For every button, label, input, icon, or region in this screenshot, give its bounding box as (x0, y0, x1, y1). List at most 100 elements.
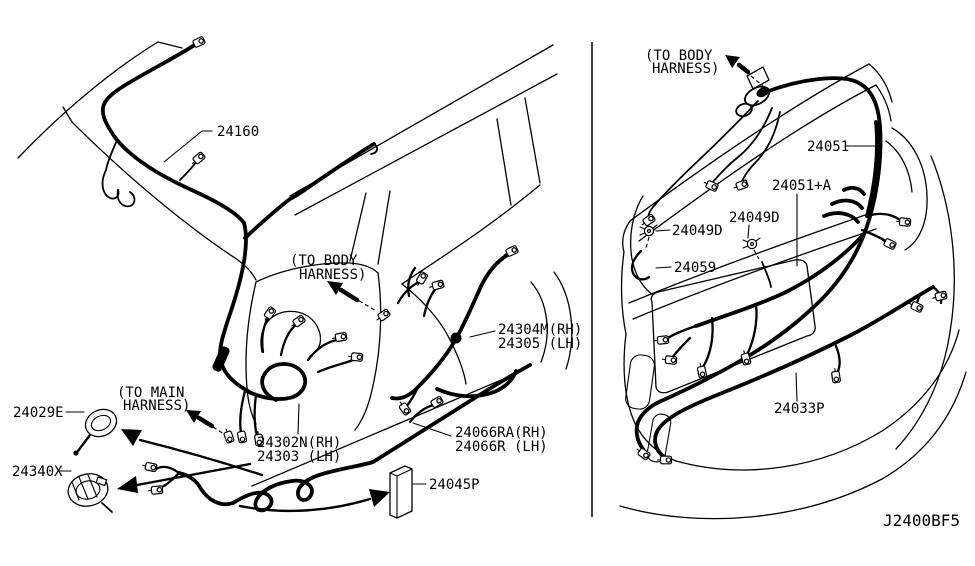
harness-24066ra-path (231, 363, 532, 513)
clamp-24340x-arrow-head (117, 476, 138, 493)
part-label-24051[interactable]: 24051 (807, 139, 849, 155)
door-wire-3 (306, 338, 339, 362)
right-leader-lines (645, 145, 876, 402)
part-label-24029e[interactable]: 24029E (13, 405, 64, 421)
part-label-24045p[interactable]: 24045P (429, 477, 480, 493)
harness-24033p-path (653, 285, 935, 459)
right-connectors (634, 178, 948, 465)
annotation-to-main-harness-line1: (TO MAIN (117, 385, 184, 401)
connector-icon (141, 460, 158, 473)
annotation-to-body-harness-left-line1: (TO BODY (290, 253, 358, 269)
door-harness-loop (245, 362, 308, 402)
to-body-harness-left-dash (352, 296, 377, 312)
license-recess (650, 259, 816, 394)
gate-strap-2 (646, 413, 672, 463)
sill-edge-line (251, 371, 521, 487)
clamp-24340x (67, 473, 113, 513)
harness-branch-wire-1 (101, 139, 120, 200)
long-left-wire (647, 100, 759, 219)
door-wire-6 (253, 393, 259, 438)
dash-clip-upper (753, 249, 760, 260)
left-leader-lines (59, 130, 496, 485)
clamp-24340x-arrow-shaft (135, 462, 252, 487)
to-body-harness-left-arrow-head (327, 281, 343, 295)
connector-icon (661, 354, 678, 365)
harness-24160-tip-hook (370, 143, 378, 155)
door-wire-5 (239, 389, 247, 435)
part-label-24033p[interactable]: 24033P (774, 401, 825, 417)
sill-wire-1 (154, 465, 181, 475)
branch-down-1 (745, 303, 758, 357)
left-arrows (117, 281, 390, 513)
connector-icon (732, 178, 750, 193)
connector-icon (656, 455, 673, 465)
harness-24066ra-lower-seg (435, 369, 518, 399)
c-pillar-line-2 (524, 97, 541, 184)
body-outline (17, 41, 573, 487)
part-label-24049d-left[interactable]: 24049D (672, 223, 723, 239)
leader-24302n (297, 403, 300, 435)
harness-24160-path (100, 42, 250, 393)
part-label-24160[interactable]: 24160 (217, 124, 259, 140)
harness-branch-wire-2 (116, 189, 136, 208)
harness-24051-path (634, 76, 883, 451)
part-label-24302n[interactable]: 24302N(RH) (257, 435, 341, 451)
inner-panel-arc (629, 195, 654, 296)
part-label-24051a[interactable]: 24051+A (772, 178, 832, 194)
branch-left-1 (666, 324, 698, 340)
part-label-24049d-upper[interactable]: 24049D (729, 210, 780, 226)
annotation-to-body-harness-left-line2: HARNESS) (299, 267, 366, 283)
door-wire-7 (422, 286, 438, 318)
d-pillar-line-2 (377, 190, 391, 265)
part-label-24059[interactable]: 24059 (674, 260, 716, 276)
clip-wire-24049d (761, 261, 772, 288)
harness-branch-wire-3 (179, 161, 197, 181)
annotation-to-main-harness-line2: HARNESS) (123, 398, 190, 414)
harness-knot-2 (822, 211, 860, 224)
leader-24049d-upper (747, 224, 750, 239)
wheel-arch-inner (553, 271, 573, 370)
grommet-boot-loop (735, 102, 753, 118)
connector-icon (147, 485, 164, 496)
part-label-24066r[interactable]: 24066R (LH) (455, 439, 548, 455)
harness-flag-tag (746, 66, 770, 90)
diagram-code: J2400BF5 (883, 511, 960, 530)
rail-lower-line (294, 73, 558, 216)
branch-down-2 (701, 316, 714, 369)
pad-24045p-arrow-head (369, 489, 390, 507)
door-top-line (255, 262, 379, 283)
gate-left-edge (620, 251, 627, 335)
connector-icon (931, 290, 948, 303)
connector-icon (702, 178, 720, 193)
to-main-harness-arrow-shaft (196, 415, 215, 429)
clamp-24029e (73, 408, 118, 456)
fender-line (401, 283, 467, 385)
roof-tip-line (157, 41, 183, 49)
door-wire-9 (407, 266, 417, 298)
part-label-24340x[interactable]: 24340X (12, 464, 63, 480)
gate-bottom-sweep (675, 329, 960, 471)
part-label-24304m[interactable]: 24304M(RH) (498, 322, 582, 338)
leader-24066ra (412, 422, 452, 437)
right-body-line (895, 155, 955, 450)
clamp-loop (84, 408, 118, 438)
clamp-loop-inner (90, 414, 112, 432)
gate-crease-line-2 (632, 228, 877, 320)
tailgate-outline (619, 63, 967, 520)
to-main-harness-dash (212, 426, 225, 435)
clamp-24029e-arrow-shaft (138, 438, 264, 477)
window-sill-line (401, 184, 541, 285)
part-label-24305[interactable]: 24305 (LH) (498, 336, 582, 352)
grommet-wrap (756, 86, 770, 98)
branch-left-2 (671, 336, 692, 359)
part-label-24303[interactable]: 24303 (LH) (257, 449, 341, 465)
connector-icon (653, 335, 670, 346)
pad-24045p (389, 465, 413, 519)
clamp-ring-outer (67, 473, 109, 507)
clamp-foot (73, 450, 79, 456)
branch-right-1 (866, 212, 902, 222)
door-harness-24302n (212, 314, 355, 438)
tail-lamp-inner (885, 140, 913, 193)
part-label-24066ra[interactable]: 24066RA(RH) (455, 425, 548, 441)
